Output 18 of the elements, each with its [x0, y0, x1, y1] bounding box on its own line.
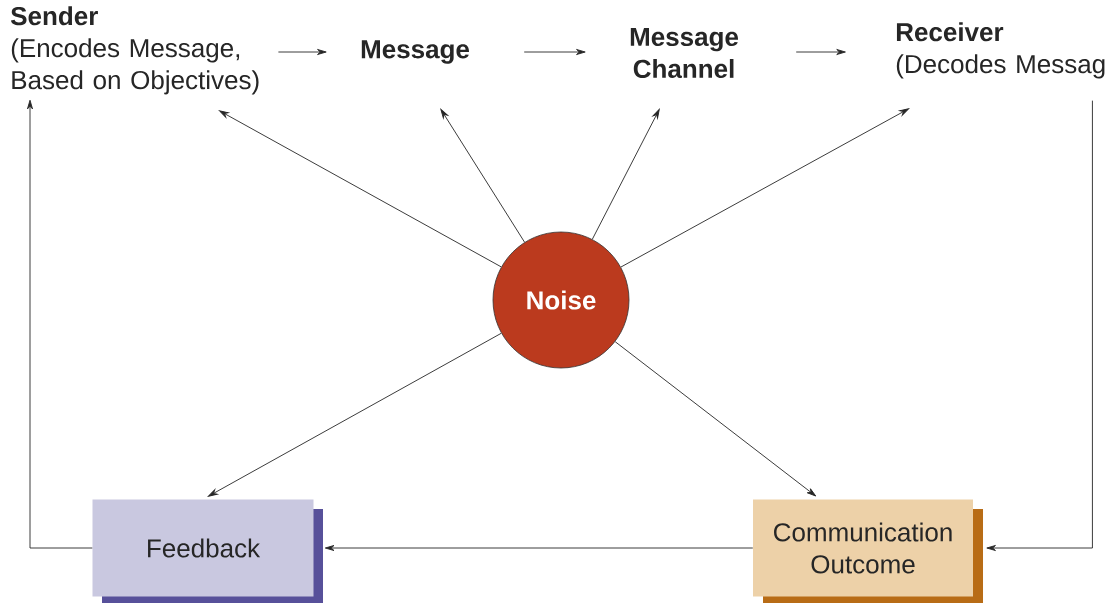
- arrow: [440, 108, 525, 243]
- text-label: Sender (Encodes Message, Based on Objectives): [10, 6, 259, 95]
- text-label: Message Channel: [630, 27, 738, 79]
- arrow: [986, 100, 1093, 551]
- process-box: Communication Outcome: [753, 499, 983, 603]
- arrow: [277, 49, 327, 55]
- arrow: [614, 341, 817, 497]
- arrow: [207, 332, 502, 497]
- arrow: [795, 49, 846, 55]
- arrow: [27, 99, 93, 549]
- arrow: [591, 109, 660, 240]
- text-label: Receiver (Decodes Messag: [896, 22, 1105, 79]
- text-label: Message: [361, 40, 469, 64]
- arrow: [523, 49, 586, 55]
- arrow: [324, 545, 754, 551]
- process-box: Feedback: [92, 499, 323, 603]
- arrow: [218, 110, 502, 268]
- arrow: [620, 108, 910, 268]
